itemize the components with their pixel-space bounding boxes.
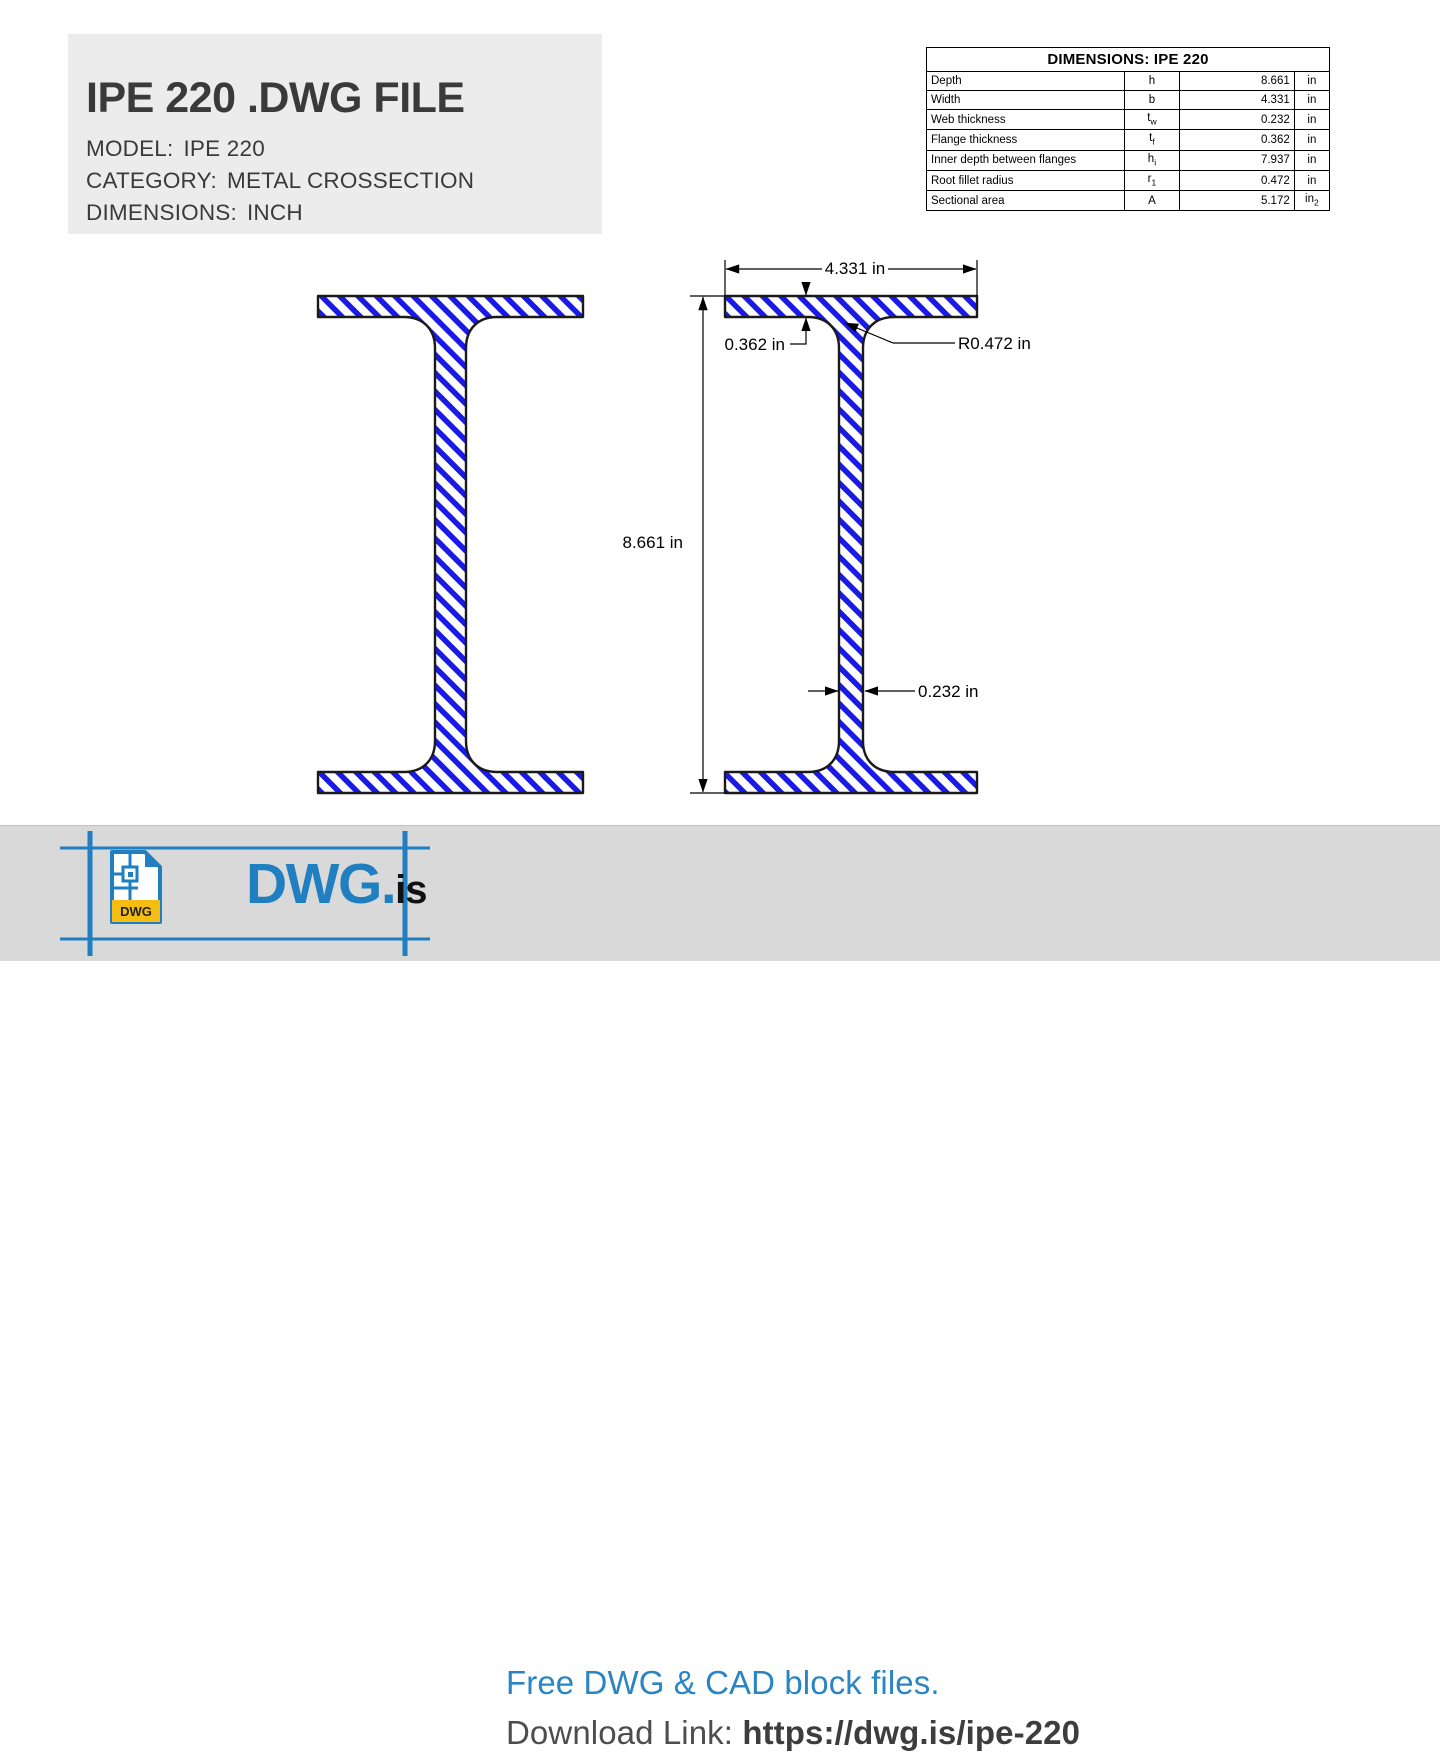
- svg-text:DWG: DWG: [120, 904, 152, 919]
- row-label: Sectional area: [926, 190, 1125, 212]
- beam-outline-left: [316, 294, 585, 795]
- info-dimensions-value: INCH: [246, 200, 303, 225]
- footer-download-row: Download Link: https://dwg.is/ipe-220: [506, 1714, 1080, 1752]
- row-symbol: h: [1123, 71, 1181, 91]
- row-unit: in: [1293, 149, 1331, 171]
- table-title: DIMENSIONS: IPE 220: [926, 47, 1330, 72]
- dimension-root-radius: [844, 322, 955, 344]
- row-symbol: r1: [1123, 169, 1181, 192]
- row-label: Inner depth between flanges: [926, 149, 1125, 171]
- row-label: Web thickness: [926, 108, 1125, 131]
- dimension-depth-label: 8.661 in: [623, 533, 684, 552]
- info-model-row: MODEL: IPE 220: [86, 136, 265, 162]
- brand-suffix: is: [395, 868, 427, 912]
- page-root: IPE 220 .DWG FILE MODEL: IPE 220 CATEGORY…: [0, 34, 1440, 1751]
- info-category-label: CATEGORY:: [86, 168, 217, 193]
- table-header-row: DIMENSIONS: IPE 220: [926, 47, 1330, 72]
- footer: DWG DWG.is Free DWG & CAD block files. D…: [0, 825, 1440, 1751]
- row-symbol: b: [1123, 90, 1181, 110]
- row-unit: in: [1293, 169, 1331, 192]
- brand-main: DWG: [246, 852, 382, 916]
- info-model-label: MODEL:: [86, 136, 174, 161]
- crosshair-frame-icon: [87, 831, 408, 956]
- info-dimensions-row: DIMENSIONS: INCH: [86, 200, 303, 226]
- beam-outline-right: [723, 294, 979, 795]
- row-symbol: tf: [1123, 129, 1181, 151]
- row-value: 5.172: [1179, 190, 1295, 212]
- logo-zone[interactable]: DWG DWG.is: [60, 826, 430, 961]
- brand-wordmark: DWG.is: [246, 856, 428, 913]
- footer-download-label: Download Link:: [506, 1714, 734, 1751]
- footer-tagline: Free DWG & CAD block files.: [506, 1664, 940, 1701]
- dimension-flange-label: 0.362 in: [725, 335, 786, 354]
- dimension-flange-thickness: [790, 281, 811, 345]
- brand-dot: .: [380, 852, 397, 916]
- row-label: Depth: [926, 71, 1125, 91]
- row-value: 7.937: [1179, 149, 1295, 171]
- info-dimensions-label: DIMENSIONS:: [86, 200, 237, 225]
- row-unit: in: [1293, 129, 1331, 151]
- info-block: IPE 220 .DWG FILE MODEL: IPE 220 CATEGORY…: [68, 34, 602, 234]
- info-model-value: IPE 220: [183, 136, 265, 161]
- drawing-area: 4.331 in 8.661 in 0.362 in: [0, 236, 1440, 825]
- row-symbol: hi: [1123, 149, 1181, 171]
- dwg-file-icon: DWG: [110, 850, 162, 924]
- row-unit: in2: [1293, 190, 1331, 212]
- row-unit: in: [1293, 90, 1331, 110]
- row-label: Width: [926, 90, 1125, 110]
- row-value: 0.232: [1179, 108, 1295, 131]
- row-label: Flange thickness: [926, 129, 1125, 151]
- row-value: 0.362: [1179, 129, 1295, 151]
- row-unit: in: [1293, 108, 1331, 131]
- dimension-width: [724, 260, 978, 296]
- beam-profile-right: [723, 294, 979, 795]
- dimension-depth: [690, 295, 725, 794]
- info-category-row: CATEGORY: METAL CROSSECTION: [86, 168, 474, 194]
- dimension-web-label: 0.232 in: [918, 682, 979, 701]
- beam-profile-left: [316, 294, 585, 795]
- dimension-root-radius-label: R0.472 in: [958, 334, 1031, 353]
- row-symbol: A: [1123, 190, 1181, 212]
- info-category-value: METAL CROSSECTION: [227, 168, 475, 193]
- row-unit: in: [1293, 71, 1331, 91]
- row-label: Root fillet radius: [926, 169, 1125, 192]
- row-value: 4.331: [1179, 90, 1295, 110]
- dimension-width-label: 4.331 in: [825, 259, 886, 278]
- row-value: 8.661: [1179, 71, 1295, 91]
- footer-download-url[interactable]: https://dwg.is/ipe-220: [742, 1714, 1081, 1751]
- row-symbol: tw: [1123, 108, 1181, 131]
- page-title: IPE 220 .DWG FILE: [86, 74, 465, 122]
- row-value: 0.472: [1179, 169, 1295, 192]
